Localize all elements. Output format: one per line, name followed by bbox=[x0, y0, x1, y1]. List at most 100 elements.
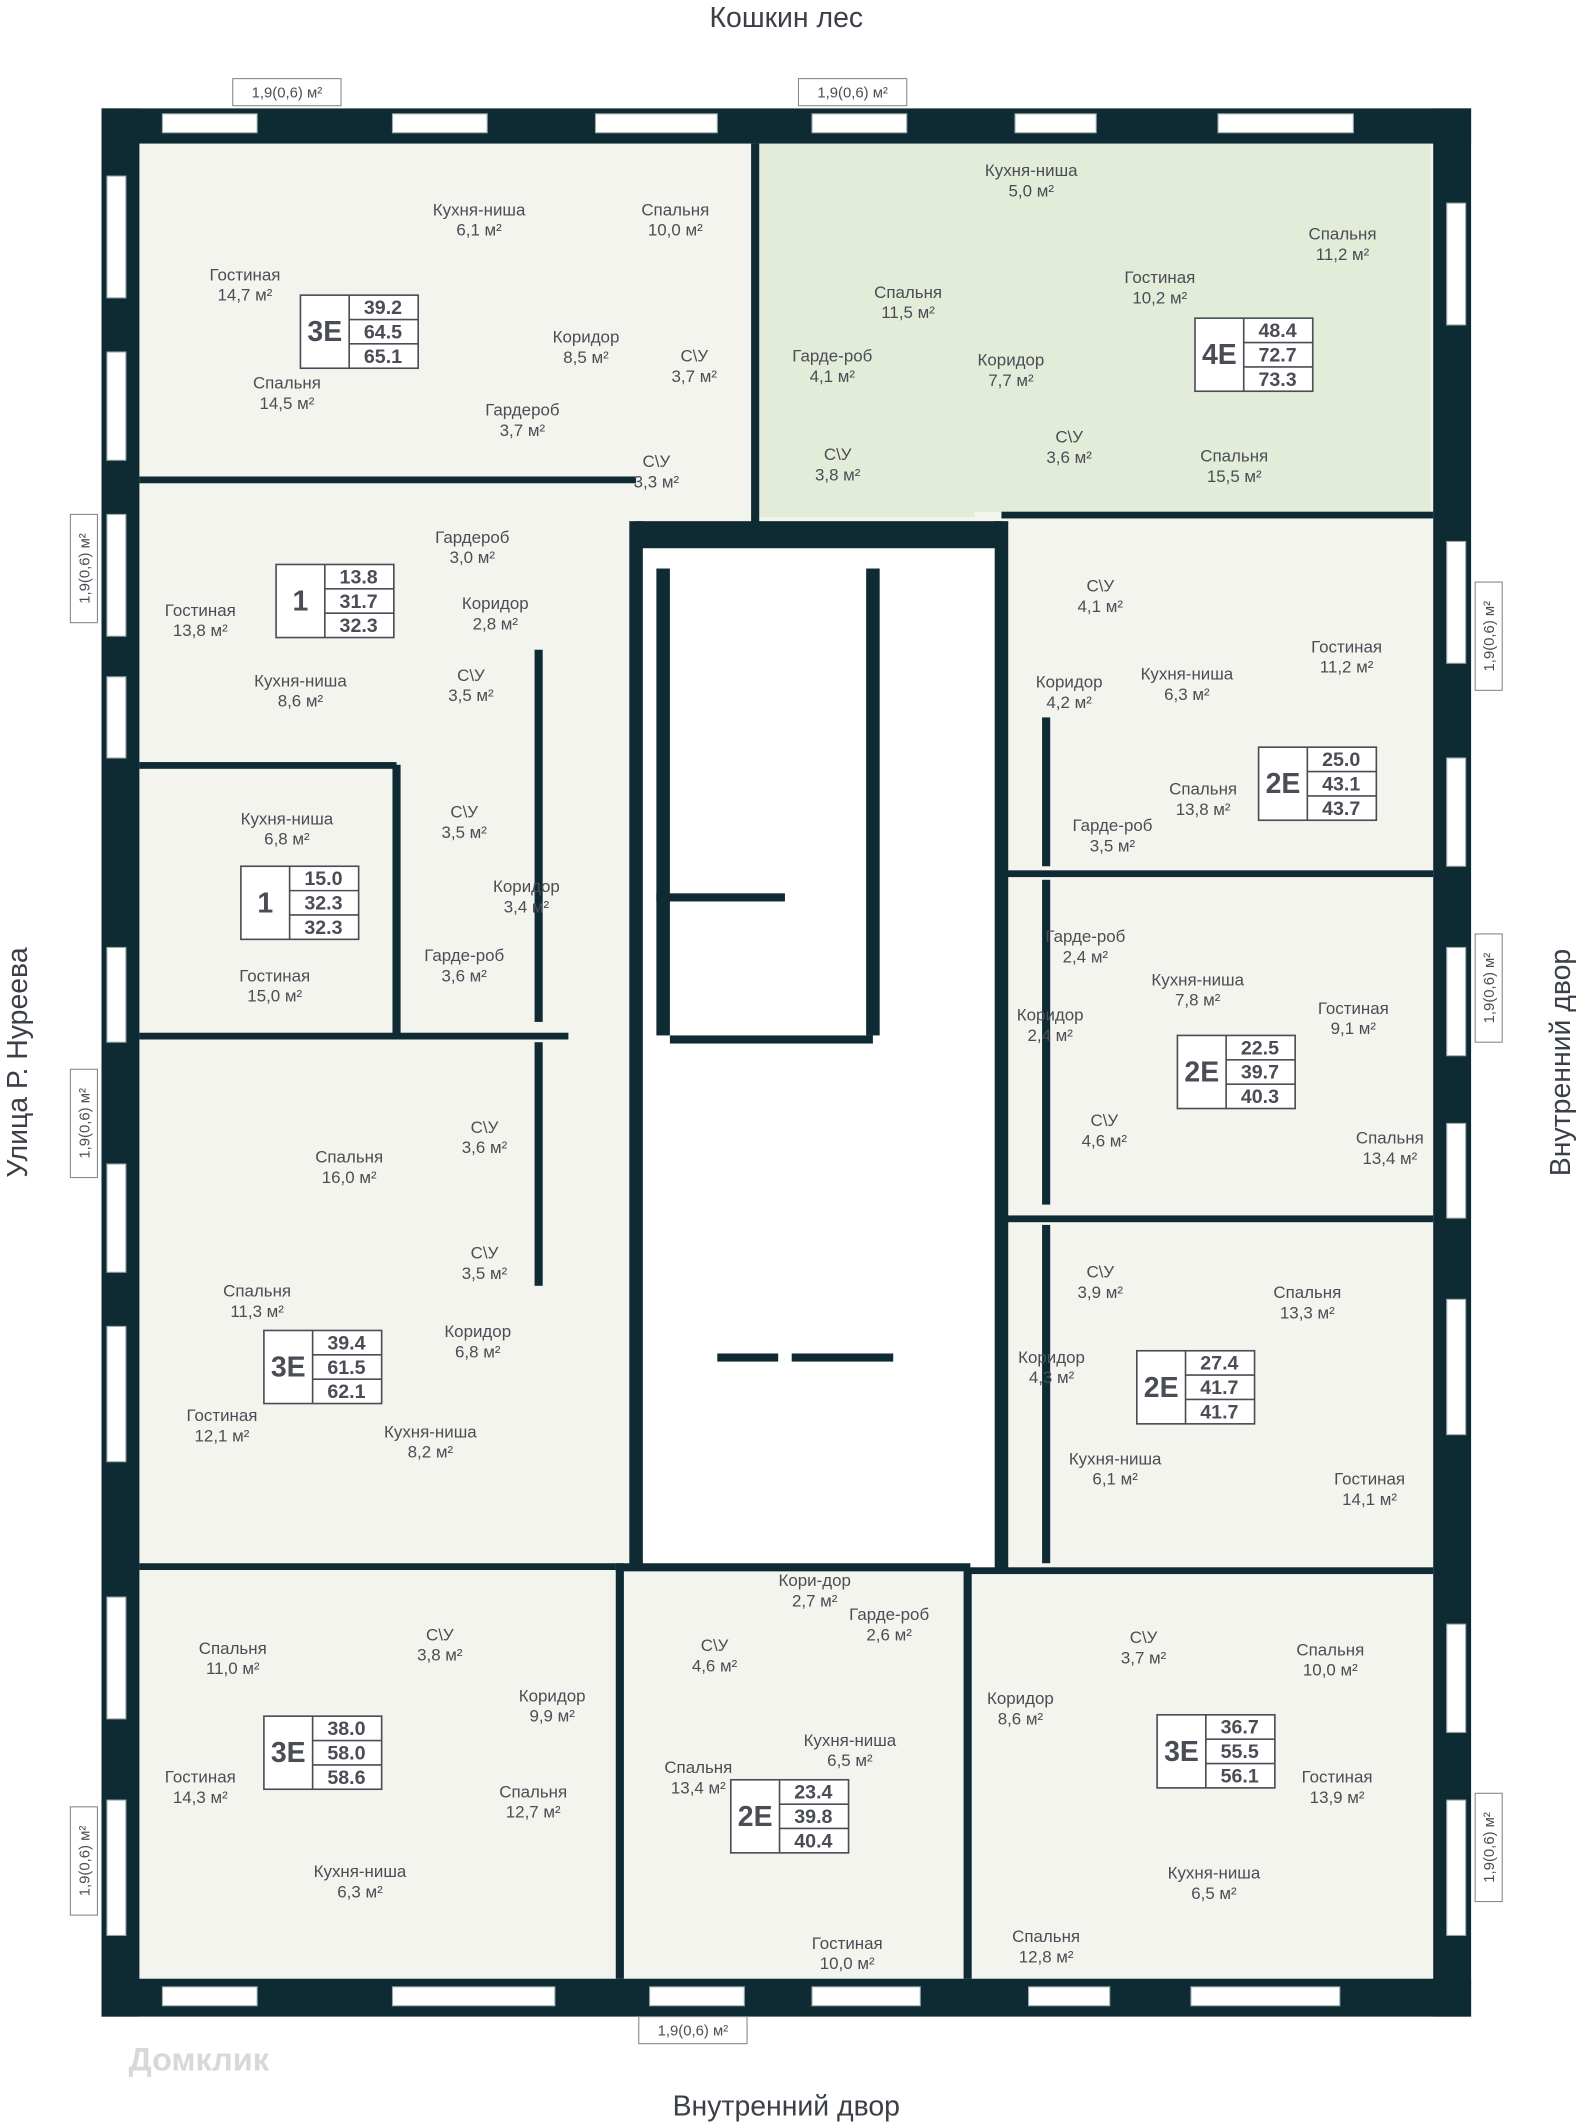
total-area-with-balcony: 40.4 bbox=[794, 1830, 832, 1852]
room-area: 3,8 м² bbox=[417, 1646, 463, 1665]
total-area: 39.7 bbox=[1241, 1062, 1279, 1084]
total-area-with-balcony: 41.7 bbox=[1200, 1401, 1238, 1423]
room-area: 7,7 м² bbox=[988, 371, 1034, 390]
room-area: 3,6 м² bbox=[441, 966, 487, 985]
total-area: 43.1 bbox=[1322, 773, 1360, 795]
wall bbox=[751, 143, 760, 523]
wall bbox=[615, 1563, 971, 1572]
window bbox=[161, 113, 258, 134]
room-name: Гостиная bbox=[812, 1934, 883, 1953]
wall bbox=[656, 568, 670, 1036]
balcony bbox=[638, 2016, 748, 2045]
total-area-with-balcony: 56.1 bbox=[1221, 1765, 1259, 1787]
apartment-type: 1 bbox=[257, 887, 273, 919]
room-area: 7,8 м² bbox=[1175, 991, 1221, 1010]
room-name: Гардероб bbox=[485, 401, 559, 420]
wall bbox=[534, 649, 543, 1022]
window bbox=[106, 946, 127, 1043]
window bbox=[161, 1986, 258, 2007]
balcony bbox=[1474, 581, 1503, 691]
room-area: 14,5 м² bbox=[259, 394, 314, 413]
room-area: 2,4 м² bbox=[1063, 947, 1109, 966]
room-name: Спальня bbox=[253, 374, 321, 393]
room-area: 3,7 м² bbox=[500, 421, 546, 440]
apartment-type: 4E bbox=[1202, 339, 1237, 371]
balcony-area: 1,9(0,6) м² bbox=[817, 86, 888, 102]
room-name: Гарде-роб bbox=[1072, 816, 1152, 835]
room-name: Спальня bbox=[1296, 1640, 1364, 1659]
total-area: 58.0 bbox=[327, 1742, 365, 1764]
living-area: 27.4 bbox=[1200, 1353, 1238, 1375]
balcony bbox=[69, 1806, 98, 1916]
wall bbox=[636, 521, 1002, 549]
window bbox=[1028, 1986, 1111, 2007]
room-name: Спальня bbox=[664, 1758, 732, 1777]
total-area: 72.7 bbox=[1258, 344, 1296, 366]
wall bbox=[656, 893, 785, 902]
room-name: Коридор bbox=[519, 1686, 586, 1705]
room-area: 9,9 м² bbox=[529, 1707, 575, 1726]
apartment-badge[interactable]: 113.831.732.3 bbox=[275, 563, 395, 639]
living-area: 38.0 bbox=[327, 1718, 365, 1740]
room-area: 6,1 м² bbox=[1092, 1470, 1138, 1489]
room-area: 6,5 м² bbox=[1191, 1884, 1237, 1903]
room-area: 14,7 м² bbox=[218, 286, 273, 305]
window bbox=[1190, 1986, 1341, 2007]
total-area: 31.7 bbox=[340, 591, 378, 613]
room-name: Гостиная bbox=[1334, 1470, 1405, 1489]
total-area-with-balcony: 32.3 bbox=[340, 615, 378, 637]
total-area: 41.7 bbox=[1200, 1377, 1238, 1399]
room-area: 3,5 м² bbox=[441, 823, 487, 842]
window bbox=[1446, 946, 1467, 1057]
room-area: 4,1 м² bbox=[810, 367, 856, 386]
room-name: Спальня bbox=[1273, 1283, 1341, 1302]
room-name: Кухня-ниша bbox=[1141, 665, 1234, 684]
wall bbox=[717, 1353, 779, 1362]
room-name: Спальня bbox=[223, 1282, 291, 1301]
room-name: Гостиная bbox=[239, 966, 310, 985]
apartment-badge[interactable]: 115.032.332.3 bbox=[240, 865, 360, 941]
room-name: Гостиная bbox=[1311, 637, 1382, 656]
balcony-area: 1,9(0,6) м² bbox=[77, 533, 93, 604]
apartment-type: 2E bbox=[1266, 768, 1301, 800]
room-area: 4,2 м² bbox=[1046, 693, 1092, 712]
wall bbox=[139, 762, 397, 769]
window bbox=[1446, 540, 1467, 664]
room-name: Коридор bbox=[444, 1322, 511, 1341]
room-name: Гарде-роб bbox=[424, 946, 504, 965]
room-name: С\У bbox=[450, 803, 478, 822]
wall bbox=[1042, 879, 1051, 1205]
room-area: 3,3 м² bbox=[634, 472, 680, 491]
total-area: 32.3 bbox=[304, 893, 342, 915]
wall bbox=[967, 1567, 1434, 1575]
wall bbox=[615, 1563, 624, 1979]
room-area: 4,3 м² bbox=[1029, 1368, 1075, 1387]
room-area: 8,6 м² bbox=[998, 1709, 1044, 1728]
balcony bbox=[69, 513, 98, 624]
room-area: 13,4 м² bbox=[671, 1778, 726, 1797]
walls bbox=[101, 108, 1472, 2017]
wall bbox=[791, 1353, 894, 1362]
room-area: 16,0 м² bbox=[322, 1168, 377, 1187]
room-area: 3,8 м² bbox=[815, 466, 861, 485]
total-area: 61.5 bbox=[327, 1357, 365, 1379]
room-name: Гостиная bbox=[1318, 999, 1389, 1018]
window bbox=[1446, 1799, 1467, 1936]
window bbox=[106, 1325, 127, 1463]
room-name: С\У bbox=[680, 346, 708, 365]
window bbox=[1446, 1623, 1467, 1733]
room-name: Кухня-ниша bbox=[1168, 1864, 1261, 1883]
room-area: 6,3 м² bbox=[337, 1883, 383, 1902]
room-name: Коридор bbox=[1017, 1006, 1084, 1025]
room-area: 13,8 м² bbox=[1176, 800, 1231, 819]
window bbox=[106, 175, 127, 299]
